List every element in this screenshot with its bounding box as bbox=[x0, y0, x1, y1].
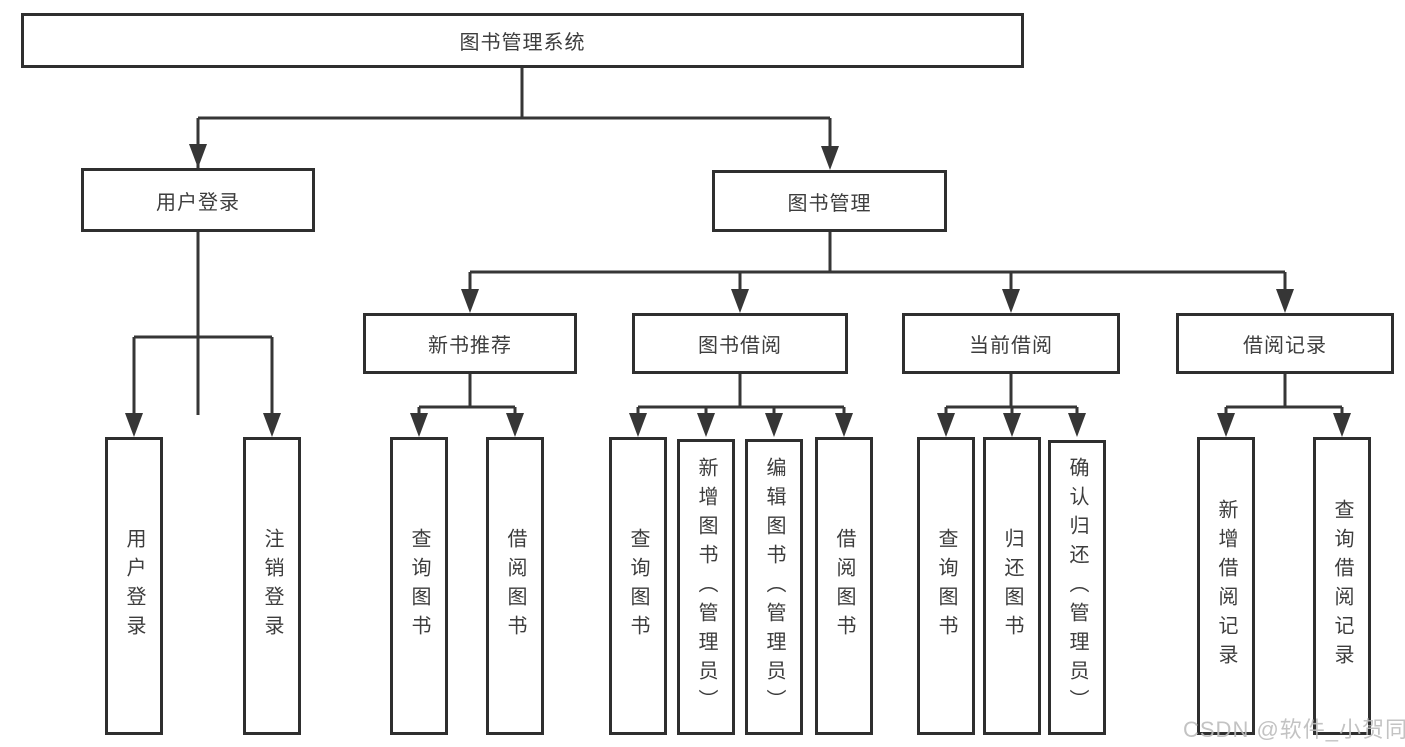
node-label: 图书管理系统 bbox=[459, 32, 586, 54]
node-label: 借阅图书 bbox=[504, 528, 526, 644]
node-label: 新增借阅记录 bbox=[1215, 499, 1237, 673]
node-label: 编辑图书（管理员） bbox=[763, 456, 785, 718]
leaf-borrowing-borrow-books: 借阅图书 bbox=[815, 437, 873, 735]
leaf-current-return-books: 归还图书 bbox=[983, 437, 1041, 735]
node-label: 用户登录 bbox=[123, 528, 145, 644]
arrowheads bbox=[125, 144, 1351, 437]
leaf-current-query-books: 查询图书 bbox=[917, 437, 975, 735]
node-current-borrowing: 当前借阅 bbox=[902, 313, 1120, 374]
node-new-book-recommendation: 新书推荐 bbox=[363, 313, 577, 374]
leaf-newbook-borrow-books: 借阅图书 bbox=[486, 437, 544, 735]
node-book-management: 图书管理 bbox=[712, 170, 947, 232]
node-label: 借阅记录 bbox=[1243, 335, 1327, 357]
node-root-library-management-system: 图书管理系统 bbox=[21, 13, 1024, 68]
node-book-borrowing: 图书借阅 bbox=[632, 313, 848, 374]
node-borrowing-records: 借阅记录 bbox=[1176, 313, 1394, 374]
leaf-logout: 注销登录 bbox=[243, 437, 301, 735]
leaf-borrowing-query-books: 查询图书 bbox=[609, 437, 667, 735]
tree-edges bbox=[132, 68, 1344, 415]
node-label: 借阅图书 bbox=[833, 528, 855, 644]
node-label: 查询借阅记录 bbox=[1331, 499, 1353, 673]
node-label: 图书借阅 bbox=[698, 335, 782, 357]
leaf-current-confirm-return-admin: 确认归还（管理员） bbox=[1048, 440, 1106, 735]
leaf-borrowing-edit-books-admin: 编辑图书（管理员） bbox=[745, 439, 803, 735]
leaf-borrowing-add-books-admin: 新增图书（管理员） bbox=[677, 439, 735, 735]
node-label: 新书推荐 bbox=[428, 335, 512, 357]
node-label: 查询图书 bbox=[627, 528, 649, 644]
node-label: 新增图书（管理员） bbox=[695, 456, 717, 718]
node-label: 确认归还（管理员） bbox=[1066, 457, 1088, 718]
node-label: 查询图书 bbox=[935, 528, 957, 644]
node-label: 用户登录 bbox=[156, 191, 240, 214]
leaf-records-query-borrow-record: 查询借阅记录 bbox=[1313, 437, 1371, 735]
leaf-records-add-borrow-record: 新增借阅记录 bbox=[1197, 437, 1255, 735]
node-label: 图书管理 bbox=[787, 192, 872, 215]
node-label: 查询图书 bbox=[408, 528, 430, 644]
leaf-user-login: 用户登录 bbox=[105, 437, 163, 735]
node-label: 当前借阅 bbox=[969, 335, 1053, 357]
node-label: 注销登录 bbox=[261, 528, 283, 644]
leaf-newbook-query-books: 查询图书 bbox=[390, 437, 448, 735]
node-user-login: 用户登录 bbox=[81, 168, 315, 232]
node-label: 归还图书 bbox=[1001, 528, 1023, 644]
csdn-watermark: CSDN @软件_小贺同学 bbox=[1183, 717, 1405, 742]
